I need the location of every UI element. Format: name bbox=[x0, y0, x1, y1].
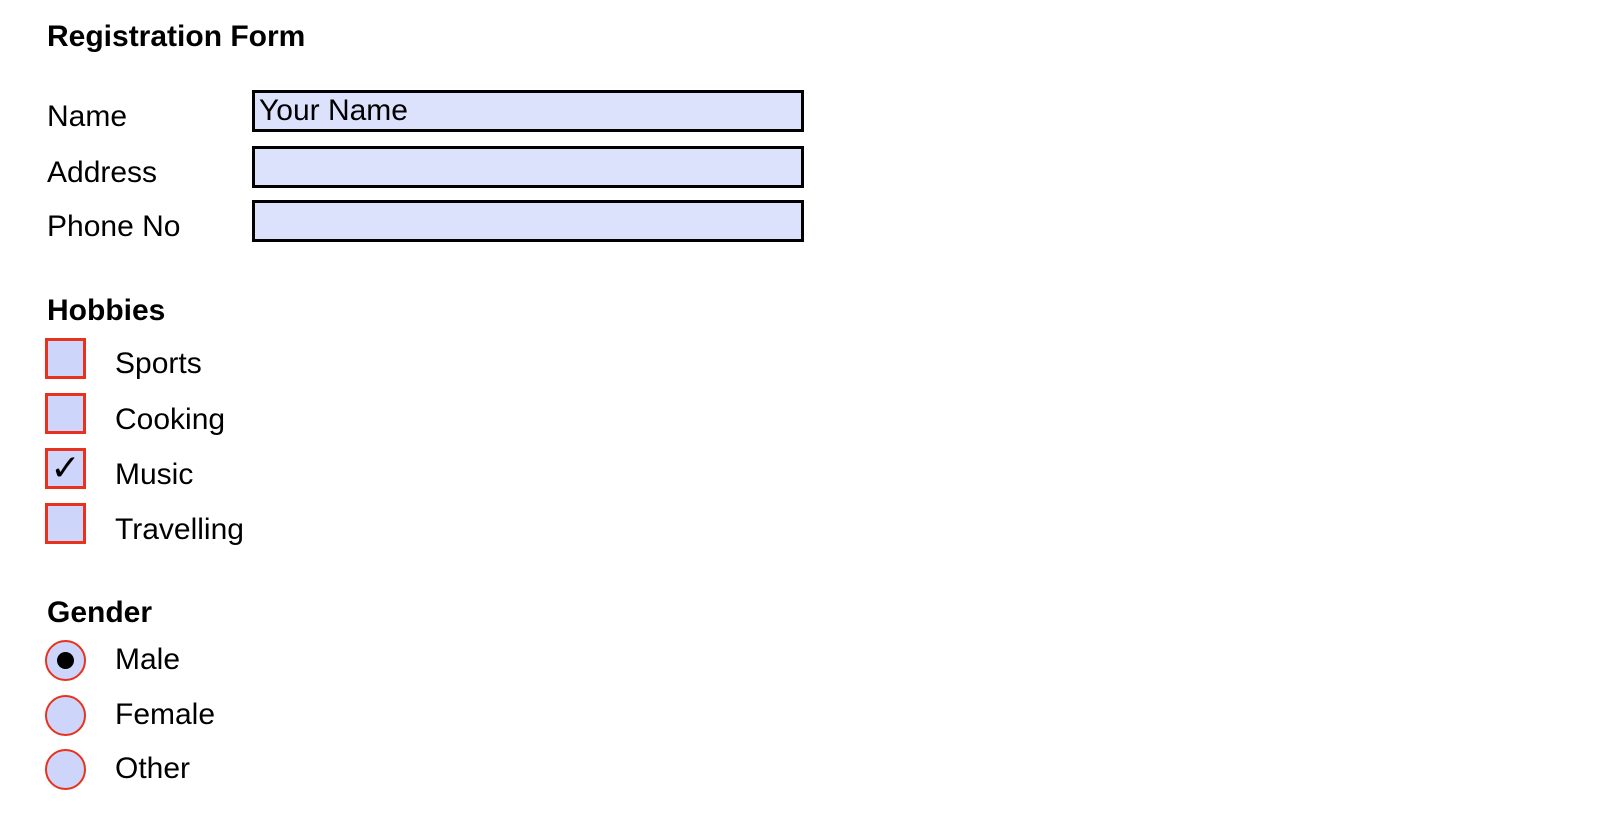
checkbox-sports-label[interactable]: Sports bbox=[115, 347, 202, 380]
phone-label: Phone No bbox=[47, 210, 181, 243]
radio-female-label[interactable]: Female bbox=[115, 698, 216, 731]
phone-input[interactable] bbox=[252, 200, 804, 242]
name-input[interactable] bbox=[252, 90, 804, 132]
gender-heading: Gender bbox=[47, 596, 153, 629]
checkbox-travelling-label[interactable]: Travelling bbox=[115, 513, 244, 546]
radio-other-label[interactable]: Other bbox=[115, 752, 191, 785]
radio-male[interactable] bbox=[45, 640, 86, 681]
address-input[interactable] bbox=[252, 146, 804, 188]
name-label: Name bbox=[47, 100, 128, 133]
radio-male-label[interactable]: Male bbox=[115, 643, 181, 676]
radio-female[interactable] bbox=[45, 695, 86, 736]
radio-selected-dot-icon bbox=[57, 652, 74, 669]
checkbox-cooking-label[interactable]: Cooking bbox=[115, 403, 226, 436]
checkbox-travelling[interactable] bbox=[45, 503, 86, 544]
address-label: Address bbox=[47, 156, 158, 189]
checkbox-sports[interactable] bbox=[45, 338, 86, 379]
radio-other[interactable] bbox=[45, 749, 86, 790]
checkbox-music-label[interactable]: Music bbox=[115, 458, 194, 491]
form-title: Registration Form bbox=[47, 20, 306, 53]
checkmark-icon: ✓ bbox=[50, 446, 81, 488]
hobbies-heading: Hobbies bbox=[47, 294, 166, 327]
checkbox-cooking[interactable] bbox=[45, 393, 86, 434]
checkbox-music[interactable]: ✓ bbox=[45, 448, 86, 489]
